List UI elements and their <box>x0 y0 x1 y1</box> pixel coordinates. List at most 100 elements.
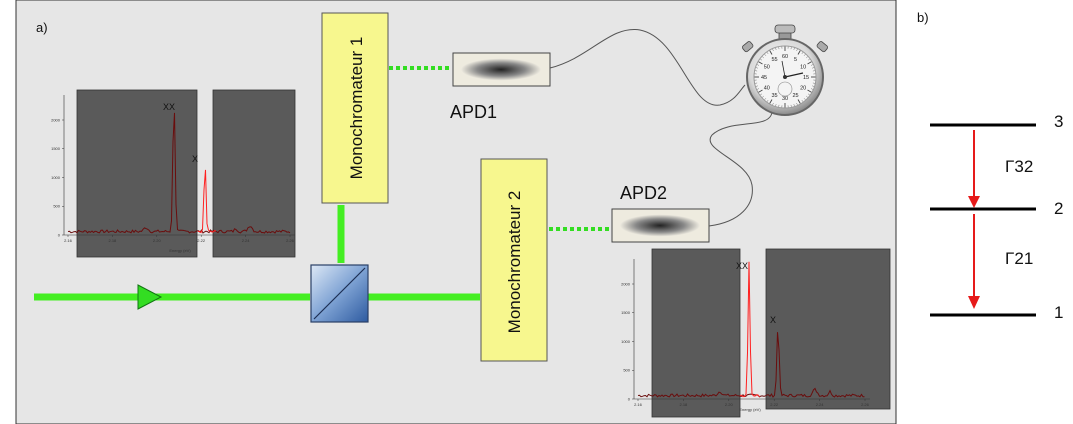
stopwatch-dial-number: 25 <box>792 93 798 99</box>
s2-x-tick-label: 2.26 <box>861 402 870 407</box>
spectrum-2-peak-xx: XX <box>736 261 748 271</box>
stopwatch-tick <box>769 50 773 55</box>
stopwatch-tick <box>793 104 795 107</box>
stopwatch-tick <box>796 102 798 105</box>
stopwatch-tick <box>810 88 813 90</box>
stopwatch-tick <box>775 104 777 107</box>
stopwatch-tick <box>757 88 760 90</box>
laser-direction-arrow-icon <box>137 284 163 310</box>
stopwatch-tick <box>762 56 764 59</box>
stopwatch-dial-number: 20 <box>800 86 806 92</box>
stopwatch-tick <box>812 67 815 69</box>
monochromator-2: Monochromateur 2 <box>480 158 548 362</box>
stopwatch-tick <box>758 89 763 93</box>
s2-x-tick-label: 2.16 <box>634 402 643 407</box>
s1-y-tick-label: 500 <box>53 204 60 209</box>
stopwatch-dial-number: 50 <box>764 65 770 71</box>
s1-y-tick-label: 0 <box>58 232 61 237</box>
s1-x-tick-label: 2.24 <box>242 238 251 243</box>
stopwatch-dial-number: 30 <box>782 96 788 102</box>
stopwatch-tick <box>807 93 810 96</box>
stopwatch-tick <box>793 47 795 50</box>
stopwatch-tick <box>807 61 812 65</box>
stopwatch-dial-number: 5 <box>794 57 797 63</box>
stopwatch-tick <box>807 58 810 61</box>
stopwatch-dial-number: 55 <box>771 57 777 63</box>
s2-y-tick-label: 0 <box>628 396 631 401</box>
stopwatch-tick <box>755 85 758 87</box>
stopwatch-tick <box>796 49 798 52</box>
s2-y-tick-label: 2000 <box>621 281 631 286</box>
cable-apd1-to-timer <box>549 29 746 106</box>
stopwatch-tick <box>760 93 763 96</box>
spectrum-1-peak-x: X <box>192 154 198 164</box>
stopwatch-tick <box>766 99 769 102</box>
stopwatch-dial-number: 40 <box>764 86 770 92</box>
s1-y-tick-label: 2000 <box>51 117 61 122</box>
apd2-label: APD2 <box>620 183 667 203</box>
s2-x-tick-label: 2.20 <box>725 402 734 407</box>
panel-b-energy-levels: b) 3 2 1 Γ32 Γ21 <box>917 10 1063 322</box>
stopwatch-tick <box>801 52 804 55</box>
stopwatch-tick <box>758 61 763 65</box>
stopwatch-tick <box>766 52 769 55</box>
decay-arrow-21-icon <box>968 214 980 309</box>
stopwatch-dial-number: 35 <box>771 93 777 99</box>
stopwatch-tick <box>760 58 763 61</box>
stopwatch-tick <box>764 98 767 100</box>
monochromator-1-label: Monochromateur 1 <box>347 37 366 180</box>
s1-x-tick-label: 2.22 <box>197 238 206 243</box>
stopwatch-tick <box>772 49 774 52</box>
spectrum-1-trace-bright <box>197 169 217 234</box>
spectrum-1-trace-dark <box>67 112 291 234</box>
spectrum-1-peak-xx: XX <box>163 102 175 112</box>
stopwatch-tick <box>797 99 801 104</box>
s2-y-tick-label: 500 <box>623 368 630 373</box>
stopwatch-tick <box>764 54 767 56</box>
stopwatch-tick <box>755 67 758 69</box>
energy-level-3-label: 3 <box>1054 112 1063 131</box>
stopwatch-tick <box>806 95 808 98</box>
stopwatch-tick <box>775 47 777 50</box>
spectrum-2-panel-right <box>765 248 891 410</box>
stopwatch-dial-number: 60 <box>782 54 788 60</box>
apd1-detector <box>452 52 551 87</box>
stopwatch-tick <box>803 98 806 100</box>
s1-y-tick-label: 1500 <box>51 146 61 151</box>
stopwatch-dial-number: 15 <box>803 75 809 81</box>
spectrum-2-peak-x: X <box>770 315 776 325</box>
monochromator-1: Monochromateur 1 <box>321 12 389 204</box>
spectrum-2-x-axis-label: Energy (eV) <box>739 407 761 412</box>
stopwatch-tick <box>803 54 806 56</box>
stopwatch-tick <box>810 64 813 66</box>
s1-x-tick-label: 2.26 <box>286 238 295 243</box>
s2-y-tick-label: 1000 <box>621 339 631 344</box>
s1-x-tick-label: 2.16 <box>64 238 73 243</box>
stopwatch-tick <box>812 85 815 87</box>
stopwatch-dial-number: 45 <box>761 75 767 81</box>
s1-y-tick-label: 1000 <box>51 175 61 180</box>
rate-gamma-32: Γ32 <box>1005 157 1033 176</box>
spectrum-1-x-axis-label: Energy (eV) <box>169 248 191 253</box>
spectrum-1-panel-right <box>212 89 296 258</box>
apd2-detector <box>611 208 710 243</box>
rate-gamma-21: Γ21 <box>1005 249 1033 268</box>
s2-x-tick-label: 2.18 <box>680 402 689 407</box>
stopwatch-tick <box>797 50 801 55</box>
stopwatch-tick <box>801 99 804 102</box>
spectrum-plot-1: 2000 1500 1000 500 0 2.16 2.18 2.20 2.22 2.24 2.2… <box>51 89 296 258</box>
stopwatch-tick <box>806 56 808 59</box>
s1-x-tick-label: 2.20 <box>153 238 162 243</box>
spectrum-2-trace-dark <box>637 332 865 398</box>
stopwatch-tick <box>807 89 812 93</box>
stopwatch-tick <box>772 102 774 105</box>
spectrum-2-panel-left <box>651 248 741 418</box>
cable-apd2-to-timer <box>708 111 773 227</box>
s2-x-tick-label: 2.24 <box>816 402 825 407</box>
panel-b-label: b) <box>917 10 929 25</box>
decay-arrow-32-icon <box>968 130 980 208</box>
beam-splitter-cube <box>310 264 369 323</box>
s1-x-tick-label: 2.18 <box>109 238 118 243</box>
